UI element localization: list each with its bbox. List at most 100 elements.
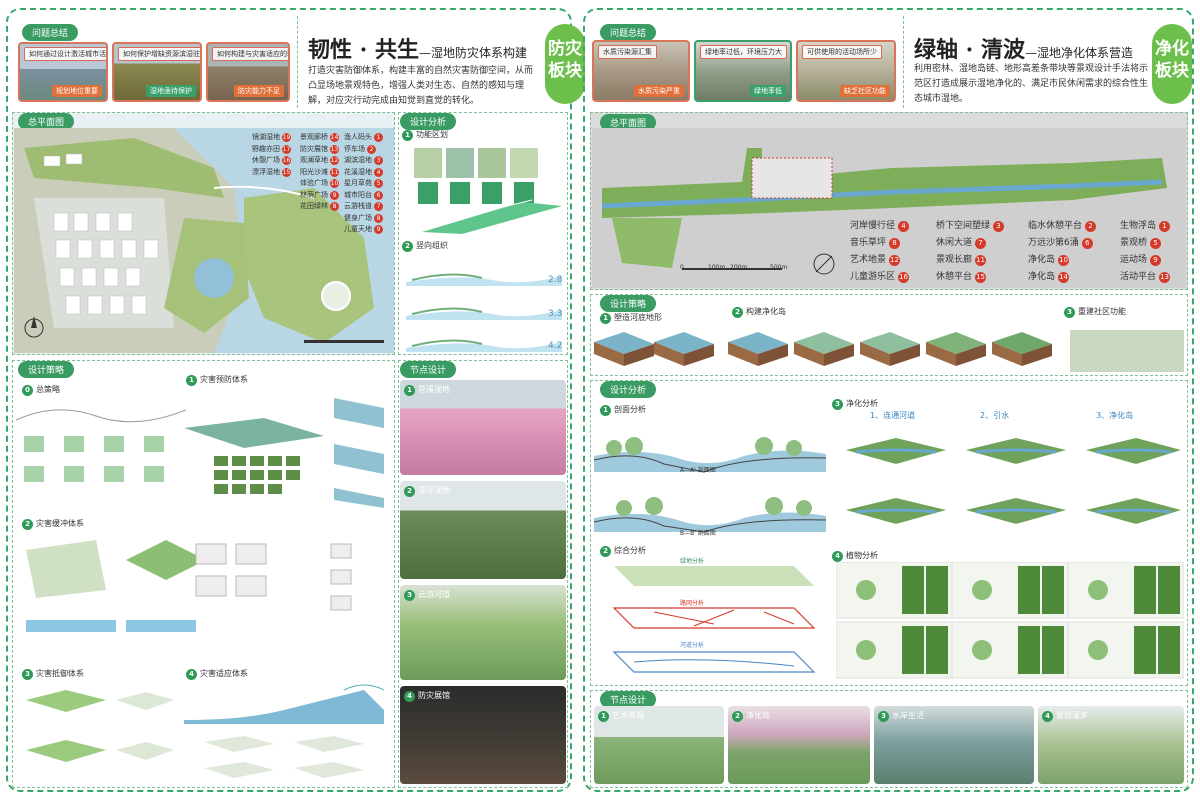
comprehensive-analysis-diagram[interactable] bbox=[594, 556, 826, 684]
legend-item-name: 渔人码头 bbox=[344, 133, 372, 141]
right-strategy-tag: 设计策略 bbox=[600, 295, 657, 312]
right-problem-photo-2[interactable]: 绿地率过低，环境压力大 绿地率低 bbox=[694, 40, 792, 102]
legend-item-name: 湖滨湿地 bbox=[344, 156, 372, 164]
vertical-organization-diagram[interactable] bbox=[402, 252, 566, 352]
left-board bbox=[6, 8, 572, 792]
left-plan-map[interactable] bbox=[14, 128, 394, 353]
legend-item-number: 15 bbox=[975, 272, 987, 283]
left-analysis-tag: 设计分析 bbox=[400, 113, 457, 130]
legend-item-name: 净化岛 bbox=[1028, 255, 1056, 265]
right-title: 绿轴 · 清波—湿地净化体系营造 bbox=[914, 32, 1133, 64]
disaster-buffer-diagram[interactable] bbox=[16, 530, 386, 650]
right-problem-3-bottom: 缺乏社区功能 bbox=[840, 85, 890, 97]
district-block bbox=[751, 157, 833, 199]
right-problem-1-top: 水质污染源汇集 bbox=[598, 45, 657, 59]
legend-item-number: 5 bbox=[1150, 238, 1162, 249]
legend-item-name: 临水休憩平台 bbox=[1028, 221, 1083, 231]
comp-label-green: 绿地分析 bbox=[680, 558, 705, 565]
north-arrow bbox=[813, 253, 835, 275]
legend-item-number: 1 bbox=[1159, 221, 1171, 232]
strategy-terrain-blocks[interactable] bbox=[594, 322, 1186, 374]
left-badge: 防灾板块 bbox=[545, 24, 585, 104]
legend-item-number: 12 bbox=[889, 255, 901, 266]
legend-item-number: 13 bbox=[330, 144, 339, 154]
left-plan-tag: 总平面图 bbox=[18, 113, 75, 130]
function-zoning-diagram[interactable] bbox=[402, 142, 566, 234]
legend-item-number: 3 bbox=[993, 221, 1005, 232]
legend-item-name: 花田绿林 bbox=[300, 202, 328, 210]
section-label-a: A—A' 剖面图 bbox=[680, 467, 716, 474]
green-belt bbox=[24, 138, 224, 198]
legend-item-number: 11 bbox=[330, 167, 339, 177]
purify-step-2: 2、引水 bbox=[980, 411, 1010, 420]
disaster-adaptation-diagram[interactable] bbox=[184, 680, 392, 784]
overall-strategy-diagram[interactable] bbox=[16, 396, 186, 496]
left-problem-photo-3[interactable]: 如何构建与灾害适应的驳岸 防灾能力不足 bbox=[206, 42, 290, 102]
left-title-sub: —湿地防灾体系构建 bbox=[418, 46, 527, 60]
legend-item-number: 8 bbox=[330, 202, 339, 211]
left-problem-2-top: 如何保护增缺资源滨湿驻地 bbox=[118, 47, 200, 61]
right-problem-photo-1[interactable]: 水质污染源汇集 水质污染严重 bbox=[592, 40, 690, 102]
right-problem-photo-3[interactable]: 可供使用的活动场所少 缺乏社区功能 bbox=[796, 40, 896, 102]
lower-green bbox=[612, 218, 682, 268]
legend-item-name: 艺术地景 bbox=[850, 255, 887, 265]
elevation-value-2: 3.3 bbox=[548, 309, 563, 319]
disaster-resistance-diagram[interactable] bbox=[16, 680, 176, 784]
legend-item-number: 12 bbox=[330, 156, 339, 165]
left-problem-3-top: 如何构建与灾害适应的驳岸 bbox=[212, 47, 288, 61]
right-title-sub: —湿地净化体系营造 bbox=[1024, 46, 1133, 60]
legend-item-name: 万远沙第6涌 bbox=[1028, 238, 1079, 248]
purify-step-1: 1、连通河道 bbox=[870, 411, 916, 420]
left-divider-v bbox=[297, 16, 298, 108]
block-3 bbox=[728, 332, 788, 366]
right-plan-tag: 总平面图 bbox=[600, 114, 657, 131]
legend-item-name: 景观桥 bbox=[1120, 238, 1148, 248]
pond bbox=[194, 258, 234, 298]
legend-item-name: 体验广场 bbox=[300, 179, 328, 187]
legend-item-number: 4 bbox=[898, 221, 910, 232]
legend-item-name: 河岸慢行径 bbox=[850, 221, 896, 231]
legend-item-name: 防灾展馆 bbox=[300, 144, 328, 153]
plant-analysis-grid[interactable] bbox=[836, 562, 1184, 682]
section-diagrams[interactable] bbox=[594, 416, 826, 536]
left-problem-photo-1[interactable]: 如何通过设计激活城市活力 规划地位重要 bbox=[18, 42, 108, 102]
right-plan-map[interactable] bbox=[592, 128, 1186, 288]
scale-label-2: 200m bbox=[730, 264, 748, 271]
disaster-prevention-diagram[interactable] bbox=[184, 388, 394, 508]
block-7 bbox=[992, 332, 1052, 366]
round-plaza bbox=[321, 281, 351, 311]
legend-item-number: 15 bbox=[282, 167, 291, 177]
left-problem-photo-2[interactable]: 如何保护增缺资源滨湿驻地 湿地亟待保护 bbox=[112, 42, 202, 102]
purification-blocks[interactable] bbox=[836, 430, 1184, 546]
legend-item-number: 9 bbox=[330, 190, 339, 200]
legend-item-number: 14 bbox=[330, 133, 339, 142]
